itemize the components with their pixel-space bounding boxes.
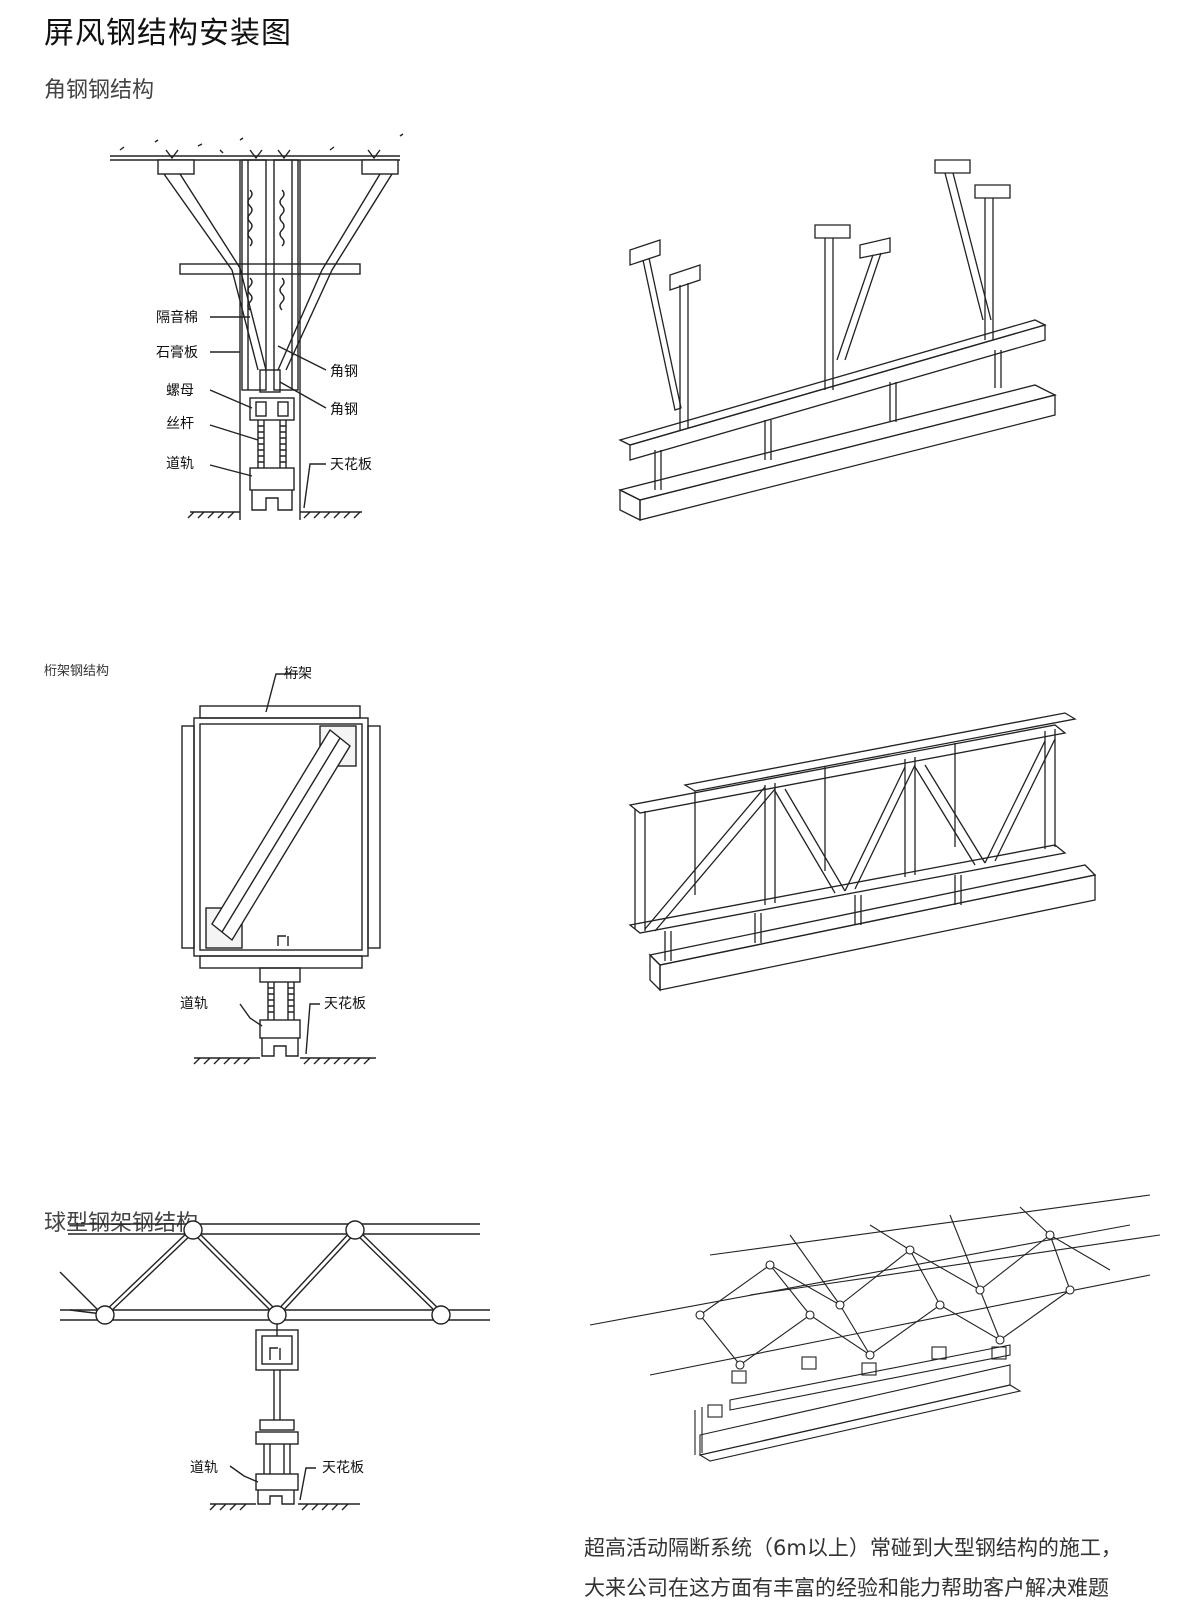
callout-acoustic-cotton: 隔音棉 [156,309,198,326]
angle-steel-isometric-drawing [618,159,1057,522]
callout-truss-ceiling: 天花板 [324,996,366,1012]
callout-rail: 道轨 [166,456,194,472]
angle-steel-section-drawing: 隔音棉 石膏板 螺母 丝杆 道轨 角钢 角钢 天花板 [110,133,404,520]
callout-ball-rail: 道轨 [190,1460,218,1476]
caption-line-1: 超高活动隔断系统（6m以上）常碰到大型钢结构的施工， [584,1536,1122,1560]
page-title: 屏风钢结构安装图 [44,16,292,51]
callout-gypsum-board: 石膏板 [156,344,198,361]
truss-section-drawing: 桁架 道轨 天花板 [180,666,381,1065]
callout-truss: 桁架 [284,666,312,682]
section-label-angle-steel: 角钢钢结构 [44,78,155,103]
section-label-truss-steel: 桁架钢结构 [44,664,110,679]
ball-truss-isometric-drawing [589,1194,1161,1462]
caption-line-2: 大来公司在这方面有丰富的经验和能力帮助客户解决难题 [584,1576,1109,1600]
callout-threaded-rod: 丝杆 [166,416,194,432]
ball-truss-section-drawing: 道轨 天花板 [59,1220,490,1511]
callout-nut: 螺母 [166,383,194,399]
callout-angle-steel-2: 角钢 [330,402,358,418]
callout-angle-steel-1: 角钢 [330,364,358,380]
callout-ceiling: 天花板 [330,457,372,473]
callout-truss-rail: 道轨 [180,996,208,1012]
callout-ball-ceiling: 天花板 [322,1460,364,1476]
truss-isometric-drawing [628,712,1097,992]
